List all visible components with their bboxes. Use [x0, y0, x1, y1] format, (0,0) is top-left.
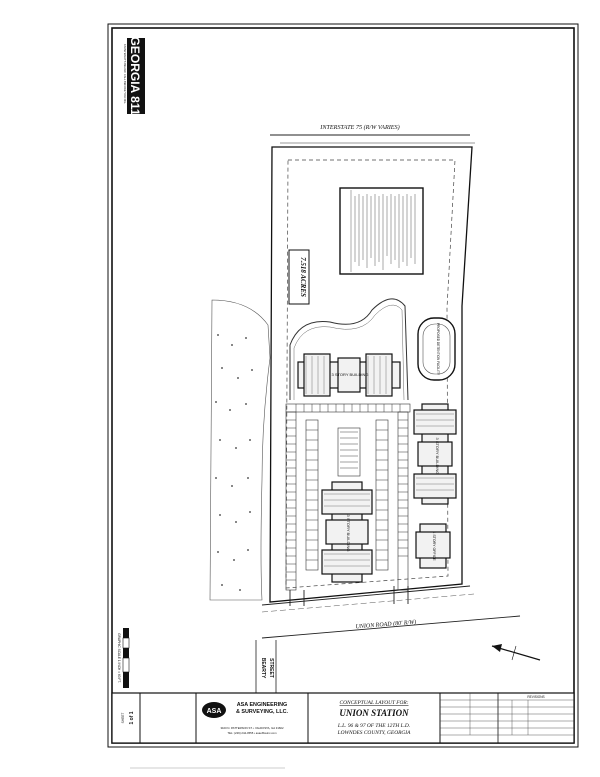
- svg-text:3 STORY BUILDING: 3 STORY BUILDING: [332, 372, 369, 377]
- county-line: LOWNDES COUNTY, GEORGIA: [337, 730, 411, 736]
- union-road-south-edge: [261, 615, 521, 639]
- east-driveway: [393, 586, 409, 604]
- layout-heading: CONCEPTUAL LAYOUT FOR:: [340, 700, 409, 706]
- firm-phone: TEL: (229) 244-0555 • asaofficeinc.com: [227, 731, 277, 735]
- detention-pond: [417, 317, 456, 381]
- georgia-811-logo: GEORGIA 811: [127, 37, 145, 116]
- svg-text:GEORGIA 811: GEORGIA 811: [128, 37, 142, 116]
- svg-text:KNOW WHAT'S BELOW. CALL BEFORE: KNOW WHAT'S BELOW. CALL BEFORE YOU DIG.: [123, 44, 127, 104]
- georgia-811-tagline: KNOW WHAT'S BELOW. CALL BEFORE YOU DIG.: [123, 44, 127, 104]
- office-building: 1 STORY OFFICE: [415, 523, 451, 569]
- building-3: 3 STORY BUILDING: [321, 481, 373, 583]
- acreage-label: 7.518 ACRES: [299, 257, 307, 297]
- acreage-box: 7.518 ACRES: [288, 249, 310, 305]
- union-road-label: UNION ROAD (80' R/W): [355, 619, 416, 631]
- walking-trail: [289, 298, 409, 401]
- firm-name-line-2: & SURVEYING, LLC.: [236, 709, 289, 715]
- union-road-north-edge: [261, 585, 471, 606]
- pond-label: PROPOSED DETENTION FACILITY: [436, 323, 440, 376]
- side-street-label-2: STREET: [268, 658, 274, 678]
- svg-text:1 STORY OFFICE: 1 STORY OFFICE: [432, 531, 436, 561]
- side-street-label-1: BEARTY: [260, 658, 266, 679]
- svg-text:3 STORY BUILDING: 3 STORY BUILDING: [346, 515, 351, 552]
- title-block: REVISIONS SHEET 1 of 1 ASA ASA ENGINEERI…: [111, 692, 575, 744]
- sheet-number: 1 of 1: [129, 711, 135, 724]
- property-boundary: [269, 146, 473, 603]
- firm-name-line-1: ASA ENGINEERING: [237, 702, 287, 708]
- tree-symbols: [215, 334, 253, 591]
- svg-text:ASA: ASA: [207, 708, 222, 715]
- svg-text:3 STORY BUILDING: 3 STORY BUILDING: [435, 438, 440, 475]
- adjacent-wooded-parcel: [209, 299, 271, 601]
- project-name: UNION STATION: [339, 708, 409, 718]
- firm-address: 3100 N. PATTERSON ST. • VALDOSTA, GA 316…: [220, 726, 284, 730]
- building-1: 3 STORY BUILDING: [297, 353, 401, 397]
- north-arrow-icon: [491, 644, 541, 661]
- building-2: 3 STORY BUILDING: [413, 403, 457, 505]
- asa-logo-icon: [202, 702, 226, 718]
- location-line: L.L. 96 & 97 OF THE 12TH L.D.: [337, 723, 410, 729]
- svg-text:GRAPHIC SCALE 1 INCH = 60 FT: GRAPHIC SCALE 1 INCH = 60 FT.: [117, 633, 121, 683]
- revisions-heading: REVISIONS: [527, 695, 544, 699]
- graphic-scale: GRAPHIC SCALE 1 INCH = 60 FT.: [117, 628, 130, 688]
- site-data-table: [339, 187, 424, 275]
- west-driveway: [289, 590, 305, 606]
- sheet-label: SHEET: [121, 713, 125, 724]
- parking-lot: [285, 403, 411, 591]
- interstate-75-label: INTERSTATE 75 (R/W VARIES): [319, 124, 399, 131]
